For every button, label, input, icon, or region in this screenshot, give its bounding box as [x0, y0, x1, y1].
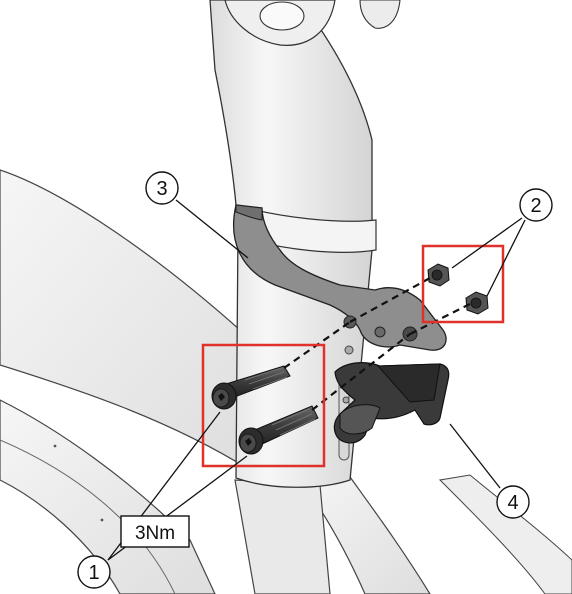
assembly-line-lower: [311, 333, 411, 411]
leader-2-b: [486, 219, 526, 297]
callout-2-label: 2: [530, 195, 541, 217]
callout-3: 3: [145, 171, 179, 205]
highlight-box-bolts: [201, 343, 326, 468]
clamp-plate: [232, 204, 447, 351]
bike-frame: [0, 169, 572, 594]
frame-dot: [100, 518, 104, 522]
callout-2: 2: [519, 188, 553, 222]
frame-dot: [53, 444, 57, 448]
callout-1: 1: [77, 555, 111, 589]
leader-3: [175, 199, 249, 259]
clamp-tab: [359, 0, 401, 29]
assembly-line-upper-2: [349, 277, 431, 323]
tube-hole: [344, 345, 354, 355]
torque-label: 3Nm: [120, 515, 190, 548]
seat-stay-left: [234, 479, 331, 594]
callout-4-label: 4: [507, 492, 518, 514]
leader-2-a: [451, 217, 523, 269]
cable-clip: [333, 362, 450, 444]
bolt-lower: [238, 405, 319, 455]
clamp-hole: [259, 1, 305, 31]
lower-tube-edge: [0, 439, 176, 594]
nut-upper: [427, 263, 450, 287]
tube-hole: [342, 396, 350, 404]
callout-1-label: 1: [88, 562, 99, 584]
torque-label-text: 3Nm: [135, 523, 175, 544]
callout-3-label: 3: [156, 178, 167, 200]
frame-right: [438, 474, 572, 594]
nut-lower: [465, 291, 489, 315]
bolt-upper: [211, 365, 291, 410]
plate-tab-hole: [374, 326, 386, 338]
highlight-box-nuts: [421, 244, 505, 324]
leader-4: [449, 423, 501, 489]
callout-4: 4: [496, 485, 530, 519]
